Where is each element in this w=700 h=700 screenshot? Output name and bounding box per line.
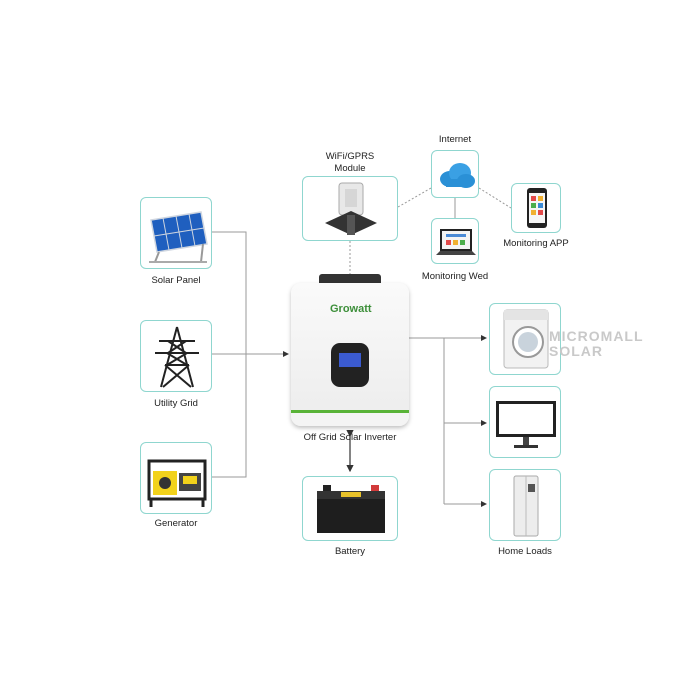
wifi-module-box [302,176,398,241]
monitoring-app-box [511,183,561,233]
inverter-bracket [319,274,381,283]
monitor-box [489,386,561,458]
generator-box [140,442,212,514]
solar-panel-box [140,197,212,269]
internet-box [431,150,479,198]
generator-icon [147,459,207,507]
laptop-icon [436,229,476,255]
watermark-line2: SOLAR [549,343,603,359]
smartphone-icon [527,188,547,228]
inverter-display [331,343,369,387]
internet-label: Internet [438,134,472,145]
refrigerator-icon [513,475,539,537]
monitoring-web-box [431,218,479,264]
generator-label: Generator [154,518,198,529]
refrigerator-box [489,469,561,541]
utility-grid-label: Utility Grid [154,398,198,409]
watermark-line1: MICROMALL [549,328,644,344]
monitor-icon [496,401,556,448]
home-loads-label: Home Loads [498,546,552,557]
wifi-module-icon [325,182,377,235]
solar-panel-label: Solar Panel [151,275,201,286]
utility-grid-box [140,320,212,392]
monitoring-app-label: Monitoring APP [503,238,569,249]
power-tower-icon [155,326,199,388]
watermark: MICROMALL SOLAR [549,329,644,359]
washing-machine-icon [503,309,549,369]
battery-label: Battery [334,546,366,557]
wifi-module-label: WiFi/GPRS Module [325,151,375,174]
inverter-label: Off Grid Solar Inverter [303,432,397,443]
inverter-icon: Growatt [291,283,409,426]
inverter-brand: Growatt [330,303,372,315]
battery-box [302,476,398,541]
cloud-icon [440,163,475,188]
monitoring-web-label: Monitoring Wed [421,271,489,282]
solar-panel-icon [149,211,208,263]
inverter-stripe [291,410,409,426]
washing-machine-box [489,303,561,375]
battery-icon [317,485,385,533]
